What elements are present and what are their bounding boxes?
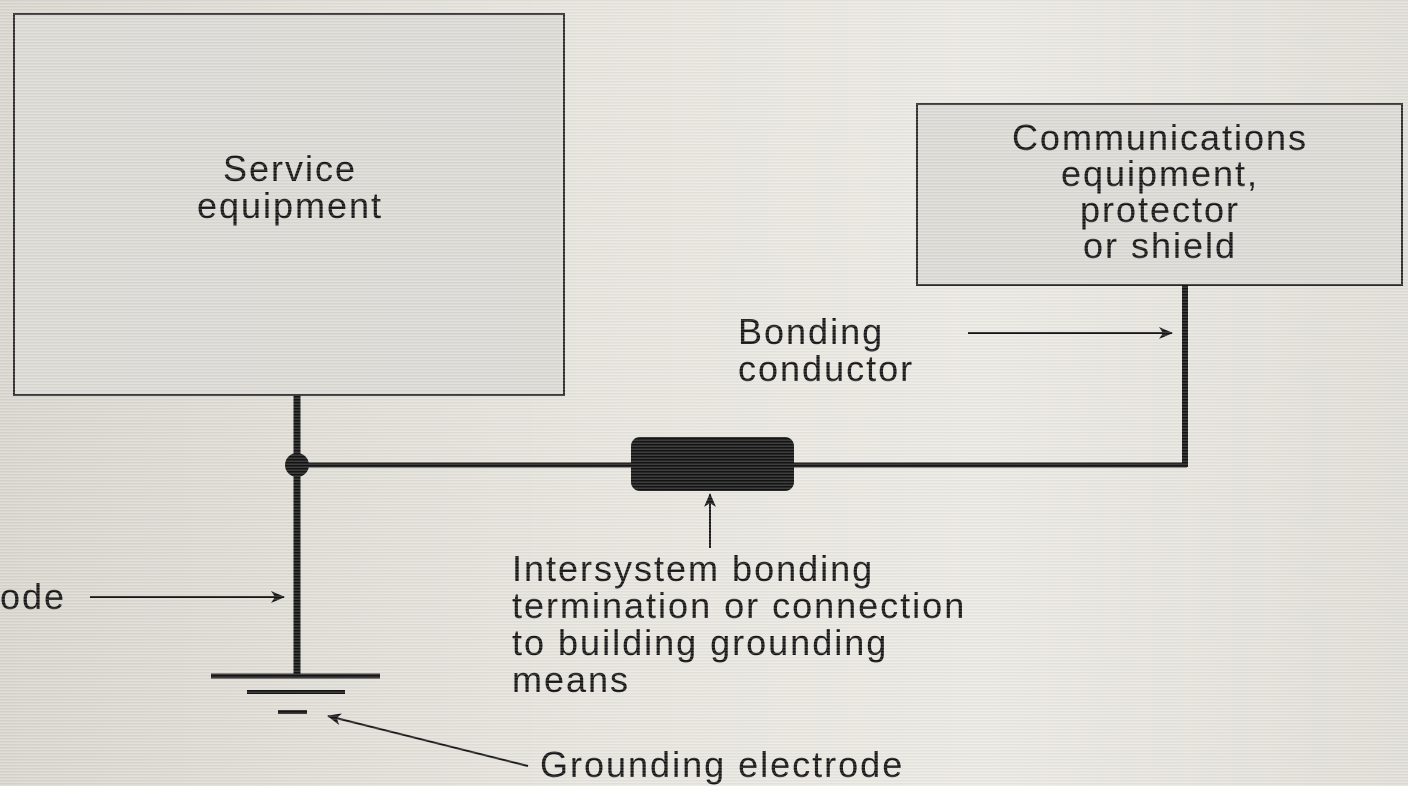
service-equipment-box bbox=[13, 13, 565, 396]
bonding-line-1: Bonding bbox=[738, 311, 885, 352]
service-equipment-line-2: equipment bbox=[196, 185, 384, 226]
bonding-line-2: conductor bbox=[738, 348, 915, 389]
intersystem-bonding-label: Intersystem bonding termination or conne… bbox=[512, 550, 966, 698]
communications-label: Communications equipment, protector or s… bbox=[925, 120, 1395, 264]
intersystem-line-1: Intersystem bonding bbox=[512, 548, 875, 589]
intersystem-bonding-termination bbox=[631, 437, 794, 491]
grounding-electrode-label: Grounding electrode bbox=[540, 744, 905, 785]
communications-line-4: or shield bbox=[1082, 225, 1238, 266]
communications-line-1: Communications bbox=[1011, 117, 1309, 158]
ground-arrow bbox=[327, 713, 529, 767]
communications-line-3: protector bbox=[1079, 189, 1241, 230]
intersystem-line-3: to building grounding bbox=[512, 622, 889, 663]
service-equipment-label: Service equipment bbox=[140, 150, 440, 224]
communications-box bbox=[916, 103, 1403, 286]
intersystem-line-4: means bbox=[512, 659, 631, 700]
service-equipment-line-1: Service bbox=[222, 148, 358, 189]
partial-left-label: ode bbox=[0, 576, 67, 617]
intersystem-line-2: termination or connection bbox=[512, 585, 967, 626]
bonding-conductor-label: Bonding conductor bbox=[738, 313, 914, 387]
communications-line-2: equipment, bbox=[1060, 153, 1260, 194]
